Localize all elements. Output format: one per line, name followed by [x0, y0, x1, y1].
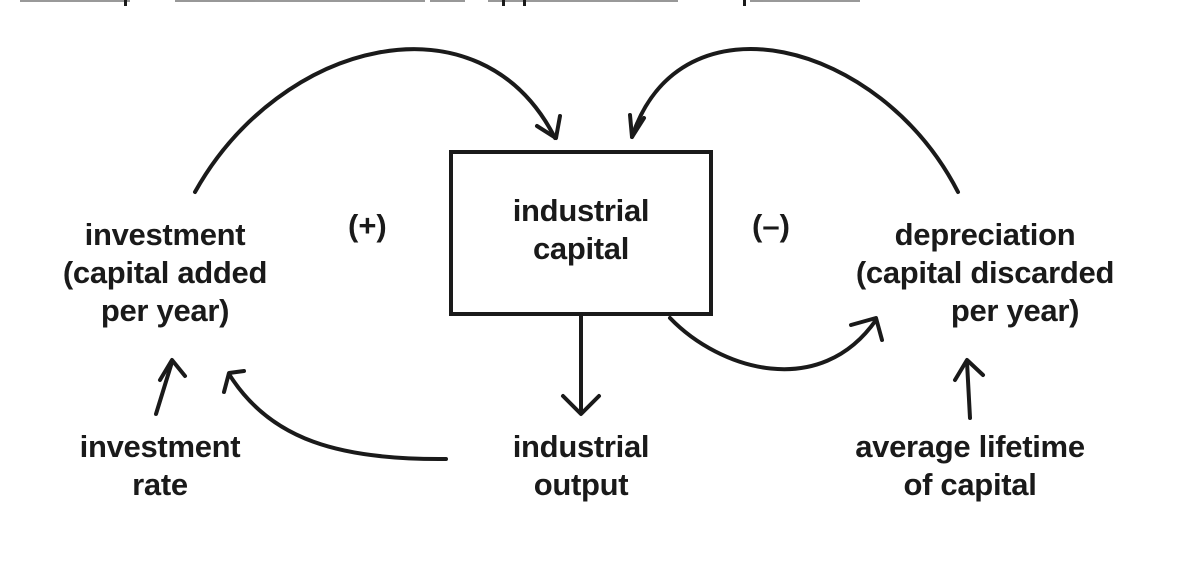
node-line: investment	[79, 429, 241, 464]
arrowhead-capital-to-output	[561, 394, 601, 416]
arrow-lifetime-to-depreciation	[965, 360, 972, 420]
stock-box-industrial-capital	[449, 150, 713, 316]
arrowhead-output-to-investment	[222, 369, 246, 394]
node-line: per year)	[950, 293, 1080, 328]
node-average-lifetime: average lifetime of capital	[810, 428, 1130, 504]
node-line: output	[533, 467, 629, 502]
arrowhead-depreciation-to-capital	[628, 113, 646, 139]
arrow-output-to-investment	[227, 372, 448, 462]
stock-line: industrial	[512, 193, 650, 228]
clipped-caption-fragment	[0, 0, 1196, 6]
arrowhead-investment-to-capital	[535, 114, 562, 140]
stock-label-industrial-capital: industrial capital	[470, 192, 692, 268]
arrow-capital-to-depreciation	[668, 316, 878, 372]
node-line: investment	[84, 217, 246, 252]
node-investment: investment (capital added per year)	[20, 216, 310, 330]
arrowhead-capital-to-depreciation	[849, 316, 884, 342]
node-industrial-output: industrial output	[470, 428, 692, 504]
stock-line: capital	[532, 231, 630, 266]
arrow-rate-to-investment	[154, 360, 174, 416]
node-line: industrial	[512, 429, 650, 464]
arrow-investment-to-capital	[193, 47, 557, 194]
arrowhead-lifetime-to-depreciation	[953, 358, 985, 382]
arrow-depreciation-to-capital	[630, 46, 960, 194]
balancing-loop-sign: (–)	[752, 208, 790, 243]
node-line: (capital discarded	[855, 255, 1115, 290]
node-line: (capital added	[62, 255, 268, 290]
node-depreciation: depreciation (capital discarded per year…	[810, 216, 1160, 330]
node-line: of capital	[903, 467, 1037, 502]
node-line: per year)	[100, 293, 230, 328]
clipped-caption-glyphs	[20, 0, 860, 6]
node-investment-rate: investment rate	[50, 428, 270, 504]
reinforcing-loop-sign: (+)	[348, 208, 387, 243]
arrowhead-rate-to-investment	[158, 358, 187, 382]
node-line: rate	[132, 467, 188, 502]
node-line: average lifetime	[855, 429, 1085, 464]
node-line: depreciation	[894, 217, 1076, 252]
